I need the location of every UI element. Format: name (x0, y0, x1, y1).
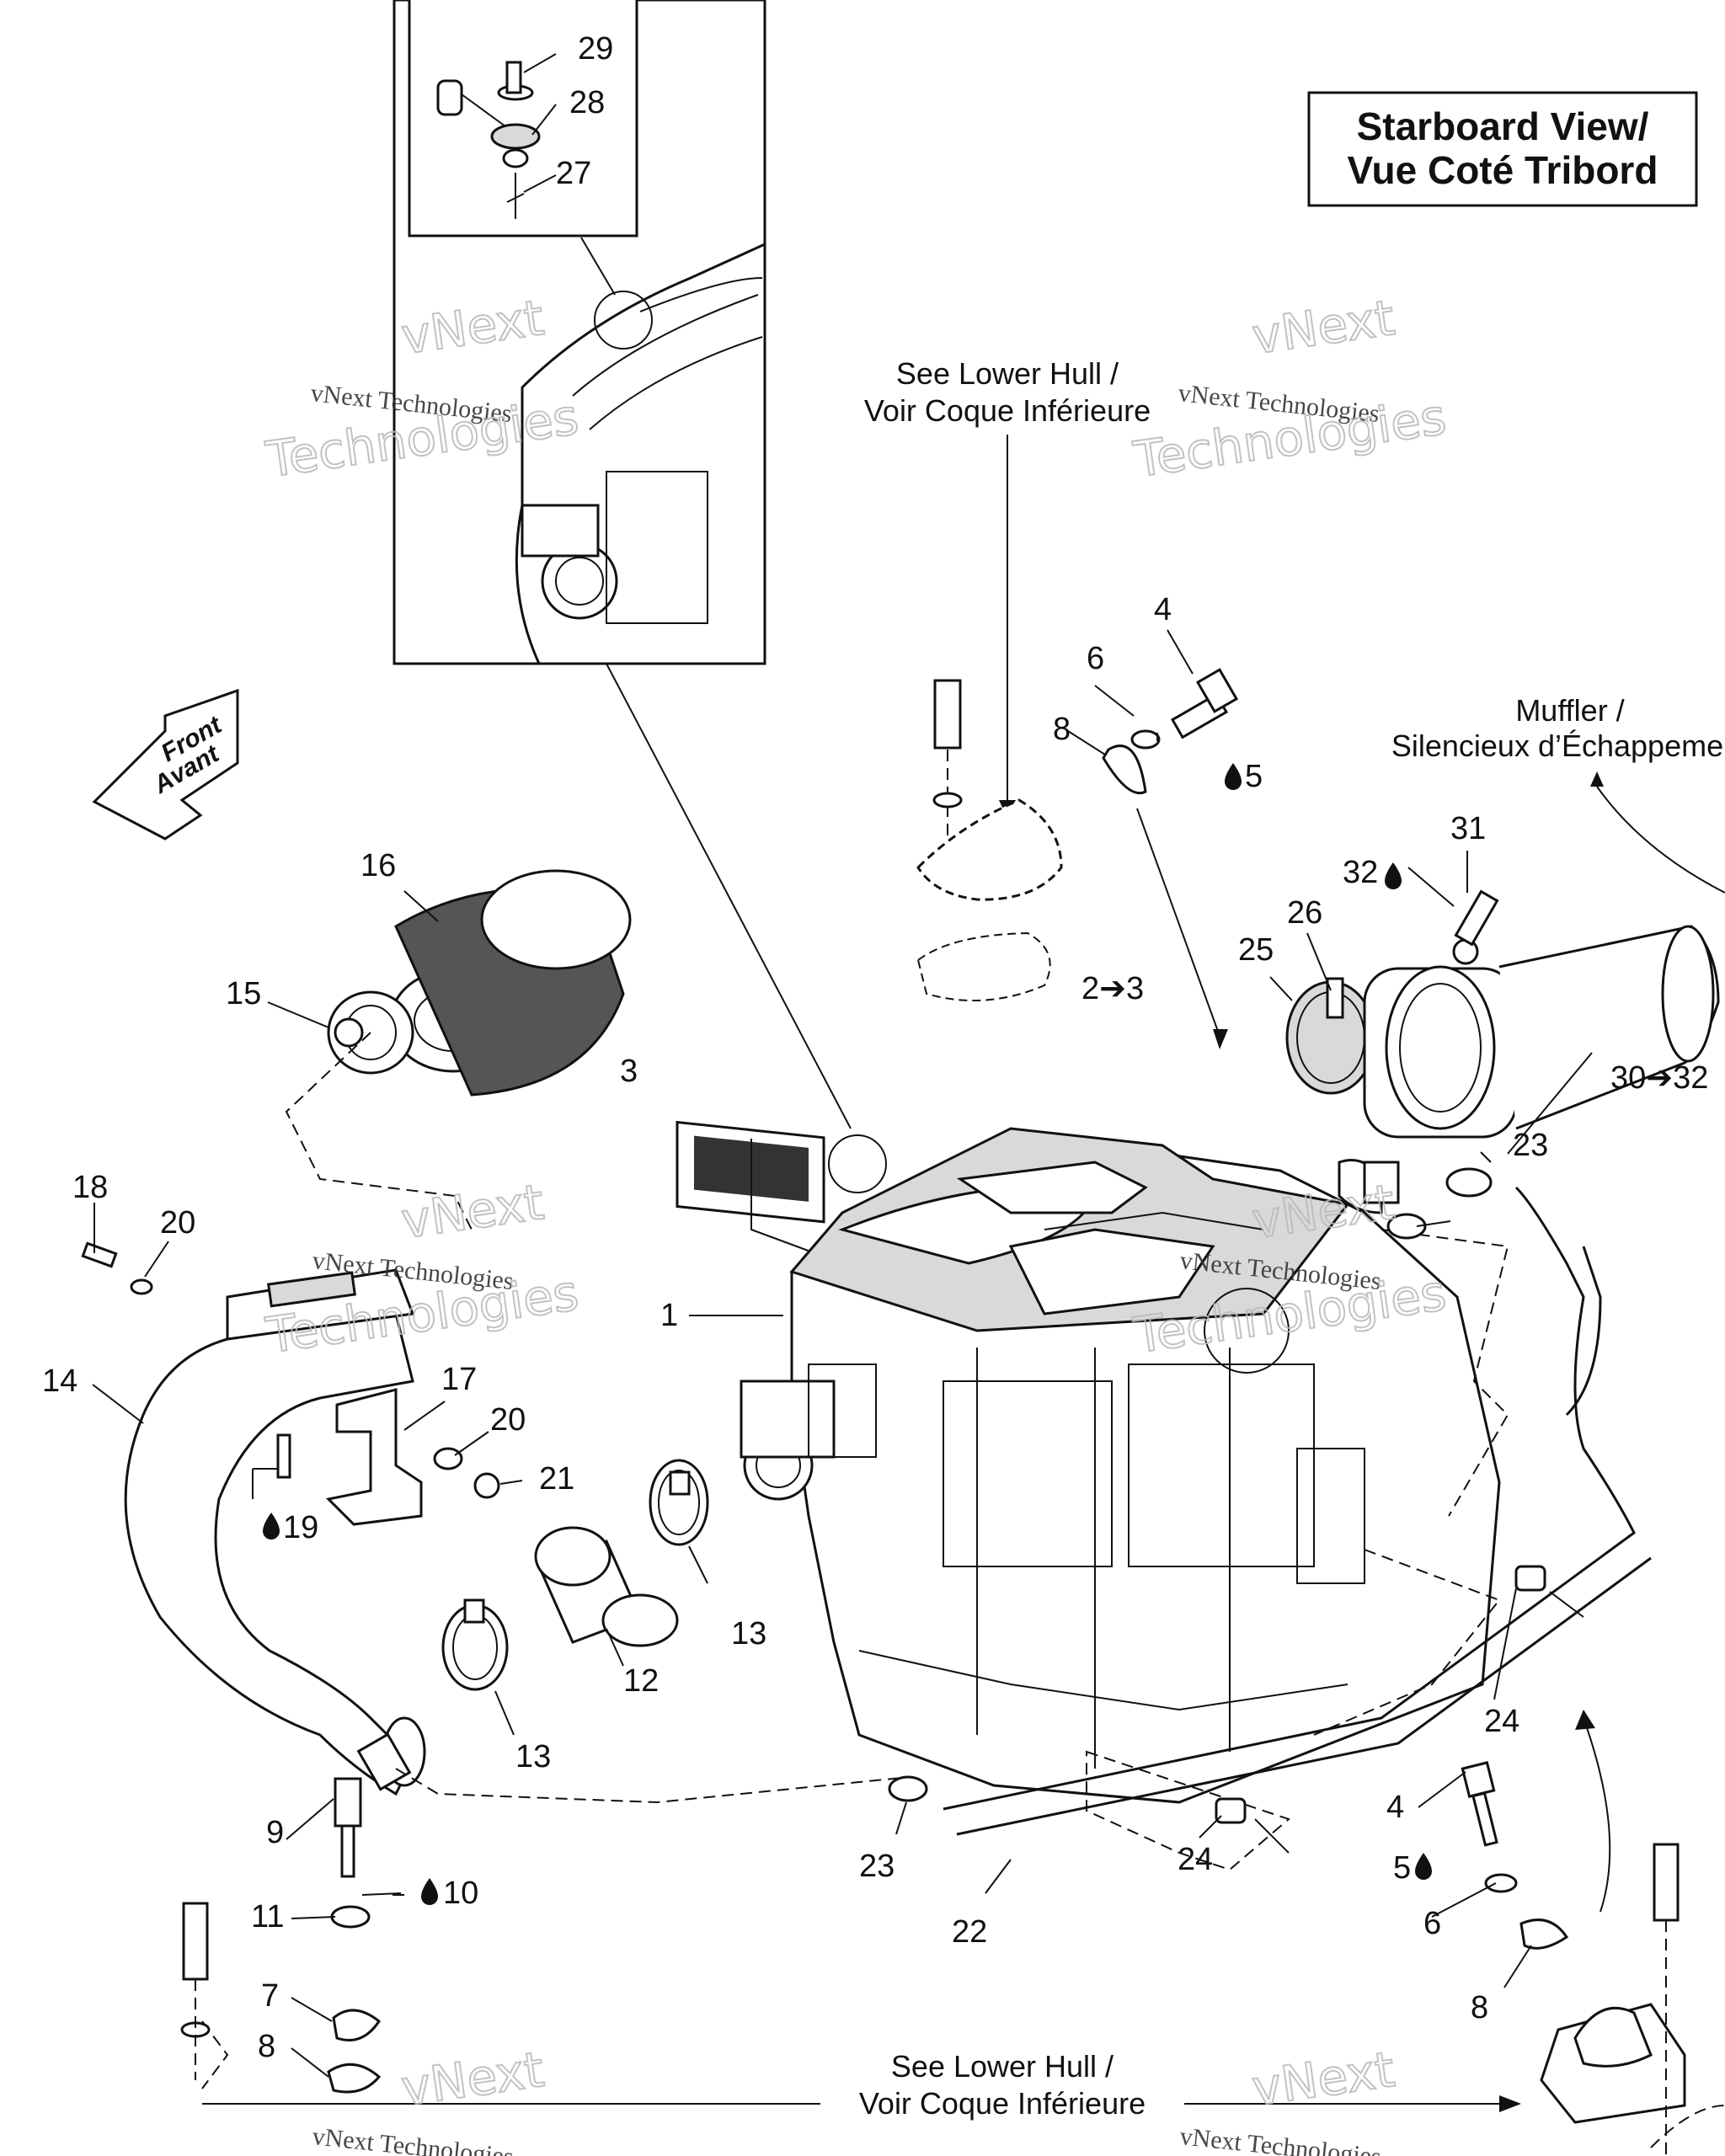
callout-24-right: 24 (1484, 1704, 1519, 1739)
valve-parts-27-29 (436, 53, 557, 219)
drop-icon (1385, 862, 1402, 889)
engine-mount-bottom-left (180, 1777, 382, 2094)
view-title-box: Starboard View/ Vue Coté Tribord (1307, 91, 1698, 207)
svg-text:See Lower Hull /: See Lower Hull / (896, 356, 1119, 391)
svg-text:See Lower Hull /: See Lower Hull / (891, 2049, 1114, 2084)
svg-text:Voir Coque Inférieure: Voir Coque Inférieure (859, 2086, 1146, 2121)
callout-18: 18 (72, 1170, 108, 1205)
warning-decal (676, 1120, 843, 1264)
callout-31: 31 (1450, 811, 1486, 846)
air-filter (327, 869, 632, 1097)
engine-mount-top (916, 668, 1239, 1049)
note-muffler: Muffler / Silencieux d’Échappement (1391, 693, 1725, 894)
drop-icon (1415, 1853, 1432, 1880)
callout-23-top: 23 (1513, 1128, 1548, 1163)
callout-20-mid: 20 (490, 1402, 526, 1438)
callout-6-bottom: 6 (1423, 1906, 1441, 1941)
svg-text:vNext Technologies: vNext Technologies (311, 2122, 515, 2156)
callout-14: 14 (42, 1364, 77, 1399)
title-line1: Starboard View/ (1357, 104, 1649, 148)
engine-block (740, 1127, 1501, 1804)
callout-10: 10 (443, 1876, 478, 1911)
callout-5-bottom: 5 (1393, 1850, 1411, 1886)
detail-inset (393, 0, 766, 665)
svg-text:Voir Coque Inférieure: Voir Coque Inférieure (864, 393, 1151, 428)
svg-text:vNext Technologies: vNext Technologies (1178, 2122, 1382, 2156)
callout-29: 29 (578, 31, 613, 67)
callout-23-bottom: 23 (859, 1849, 895, 1884)
callout-15: 15 (226, 976, 261, 1011)
drop-icon (421, 1878, 438, 1905)
callout-11: 11 (251, 1899, 284, 1935)
callout-22: 22 (952, 1914, 987, 1950)
water-hose (888, 1186, 1652, 1854)
callout-4-top: 4 (1154, 592, 1172, 627)
callout-28: 28 (569, 85, 605, 120)
callout-8-bottom-right: 8 (1471, 1990, 1488, 2025)
drop-icon (263, 1513, 280, 1540)
callouts: 29 28 27 4 6 8 5 16 15 31 32 26 25 2➔3 3… (42, 31, 1708, 2064)
callout-19: 19 (283, 1510, 318, 1545)
svg-text:vNext: vNext (398, 2041, 547, 2117)
callout-13-left: 13 (515, 1739, 551, 1774)
note-lower-hull-bottom: See Lower Hull / Voir Coque Inférieure (202, 2049, 1521, 2121)
front-direction-arrow: Front Avant (92, 688, 239, 841)
lubricant-drop-icons (263, 763, 1432, 1905)
callout-24-bottom: 24 (1178, 1842, 1213, 1877)
callout-26: 26 (1287, 895, 1322, 931)
callout-30-to-32: 30➔32 (1610, 1060, 1708, 1096)
callout-7: 7 (261, 1978, 279, 2014)
callout-6-top: 6 (1087, 641, 1104, 676)
svg-text:Silencieux d’Échappement: Silencieux d’Échappement (1391, 728, 1725, 763)
engine-mount-bottom-right (1461, 1710, 1725, 2156)
callout-25: 25 (1238, 932, 1274, 968)
callout-1: 1 (660, 1298, 678, 1333)
callout-27: 27 (556, 156, 591, 191)
callout-2-to-3: 2➔3 (1081, 971, 1144, 1006)
note-lower-hull-top: See Lower Hull / Voir Coque Inférieure (864, 356, 1151, 819)
callout-8-bottom-left: 8 (258, 2029, 275, 2064)
callout-12: 12 (623, 1663, 659, 1699)
callout-16: 16 (360, 848, 396, 883)
callout-4-bottom: 4 (1386, 1790, 1404, 1825)
callout-32: 32 (1343, 855, 1378, 890)
coupler-and-clamps (441, 1459, 709, 1691)
svg-text:vNext: vNext (1248, 2041, 1397, 2117)
svg-text:vNext: vNext (1248, 289, 1397, 366)
callout-9: 9 (266, 1815, 284, 1850)
callout-8-top: 8 (1053, 712, 1071, 747)
inset-engine-sketch (515, 242, 766, 665)
callout-3: 3 (620, 1054, 638, 1089)
title-line2: Vue Coté Tribord (1348, 148, 1658, 192)
callout-20-left: 20 (160, 1205, 195, 1241)
callout-13-right: 13 (731, 1616, 766, 1652)
callout-21: 21 (539, 1461, 574, 1497)
drop-icon (1225, 763, 1242, 790)
callout-17: 17 (441, 1362, 477, 1397)
svg-text:Muffler /: Muffler / (1515, 693, 1624, 728)
leader-lines (92, 629, 1593, 2078)
svg-text:vNext: vNext (398, 1173, 547, 1250)
intake-tube (81, 1241, 500, 1796)
callout-5-top: 5 (1245, 759, 1263, 794)
exhaust-outlet (1285, 889, 1720, 1240)
